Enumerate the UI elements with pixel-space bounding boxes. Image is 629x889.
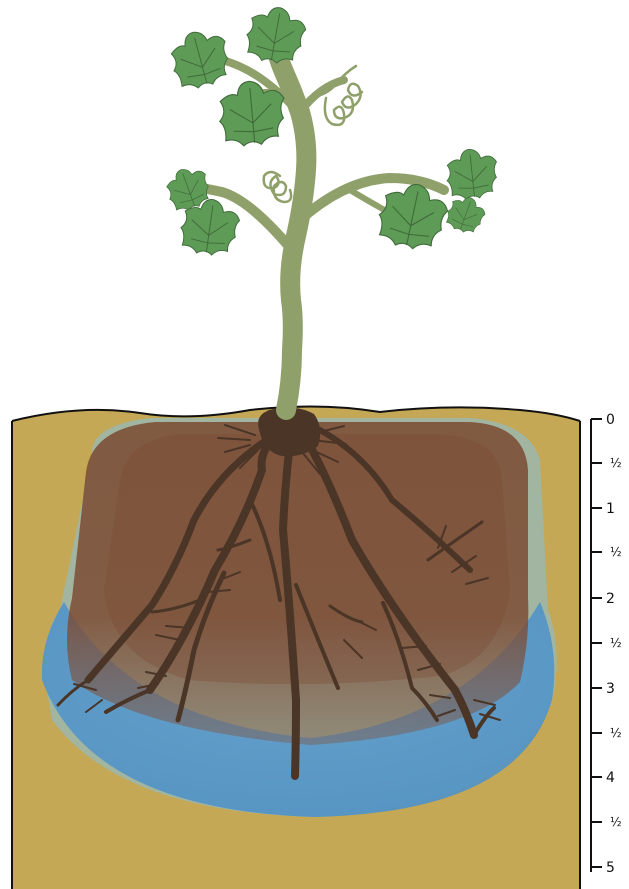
scale-label-0: 0: [606, 412, 615, 428]
scale-tick-4-5: ½: [591, 815, 622, 829]
scale-tick-4: 4: [591, 770, 615, 786]
scale-label-1-5: ½: [610, 545, 622, 559]
scale-tick-2: 2: [591, 591, 615, 607]
root-zone-inner: [104, 434, 510, 684]
scale-label-5: 5: [606, 860, 615, 876]
scale-tick-1: 1: [591, 501, 615, 517]
grape-leaf-icon: [166, 25, 235, 93]
tendril-icon: [264, 172, 291, 202]
grape-leaf-icon: [444, 147, 500, 201]
scale-label-1: 1: [606, 501, 615, 517]
scale-label-0-5: ½: [610, 456, 622, 470]
scale-tick-3-5: ½: [591, 726, 622, 740]
scale-tick-1-5: ½: [591, 545, 622, 559]
scale-tick-3: 3: [591, 681, 615, 697]
tendril-icon: [318, 66, 362, 125]
grape-leaf-icon: [243, 3, 309, 67]
grape-leaf-icon: [443, 192, 489, 237]
scale-label-3: 3: [606, 681, 615, 697]
scale-tick-0: 0: [591, 412, 615, 428]
scale-label-3-5: ½: [610, 726, 622, 740]
scale-label-2: 2: [606, 591, 615, 607]
scale-label-2-5: ½: [610, 636, 622, 650]
leaves: [162, 3, 500, 258]
depth-scale: 0 ½ 1 ½ 2 ½ 3 ½: [591, 412, 622, 876]
scale-tick-0-5: ½: [591, 456, 622, 470]
scale-label-4-5: ½: [610, 815, 622, 829]
scale-tick-5: 5: [591, 860, 615, 876]
scale-tick-2-5: ½: [591, 636, 622, 650]
scale-label-4: 4: [606, 770, 615, 786]
